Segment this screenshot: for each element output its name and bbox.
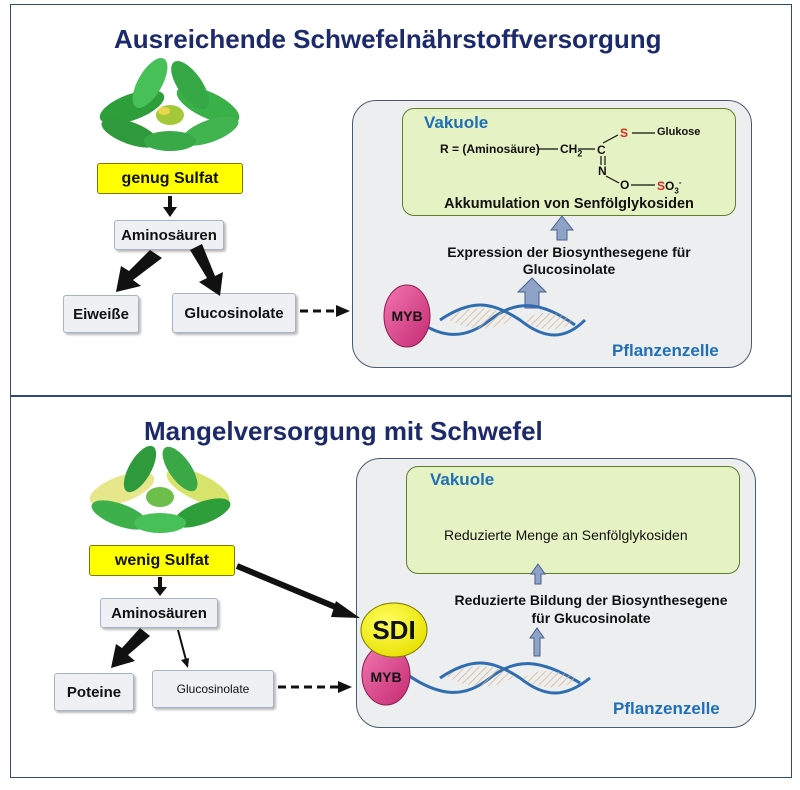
chem-nitrogen: N <box>598 164 607 178</box>
reduced-line2: für Gkucosinolate <box>531 610 651 626</box>
arrow-sulfat-to-amino-top <box>163 196 177 217</box>
thick-arrow-to-glucosinolate-top <box>190 244 223 296</box>
thick-arrow-to-proteins-bottom <box>111 628 150 668</box>
bottom-title: Mangelversorgung mit Schwefel <box>144 416 543 446</box>
vacuole-label-bottom: Vakuole <box>430 470 495 489</box>
dashed-arrow-top <box>300 305 350 317</box>
proteins-box-top: Eiweiße <box>63 295 139 333</box>
thick-arrow-to-proteins-top <box>116 250 162 292</box>
glucosinolate-box-top: Glucosinolate <box>172 293 296 333</box>
vacuole-bottom <box>406 466 740 574</box>
amino-acids-box-bottom: Aminosäuren <box>100 598 218 628</box>
up-arrow-gene-top <box>516 277 548 309</box>
myb-label-bottom: MYB <box>370 669 402 685</box>
myb-label-top: MYB <box>391 308 423 324</box>
up-arrow-expression-top <box>549 215 575 241</box>
chem-so3: SO3- <box>657 178 682 196</box>
cell-label-bottom: Pflanzenzelle <box>613 699 720 718</box>
wenig-sulfat-box: wenig Sulfat <box>89 545 235 576</box>
vacuole-label-top: Vakuole <box>424 113 489 132</box>
expression-line1: Expression der Biosynthesegene für <box>447 244 691 260</box>
expression-line2: Glucosinolate <box>522 261 616 277</box>
up-arrow-reduced-bottom <box>530 563 546 585</box>
genug-sulfat-box: genug Sulfat <box>97 163 243 194</box>
thin-arrow-to-glucosinolate-bottom <box>177 629 189 668</box>
chem-r-group: R = (Aminosäure) <box>440 142 540 156</box>
accumulation-text: Akkumulation von Senfölglykosiden <box>444 196 694 212</box>
dashed-arrow-bottom <box>278 681 352 693</box>
reduced-amount-text: Reduzierte Menge an Senfölglykosiden <box>444 527 688 543</box>
cell-label-top: Pflanzenzelle <box>612 341 719 360</box>
glucosinolate-box-bottom: Glucosinolate <box>152 670 274 708</box>
chemical-bonds <box>538 132 655 186</box>
up-arrow-gene-bottom <box>529 627 545 657</box>
chem-ch2: CH2 <box>560 142 583 159</box>
dna-helix-bottom <box>404 661 591 695</box>
arrow-sulfat-to-amino-bottom <box>153 577 167 596</box>
chem-carbon: C <box>597 143 606 157</box>
sdi-label: SDI <box>372 614 416 645</box>
chem-glukose: Glukose <box>657 126 701 138</box>
reduced-line1: Reduzierte Bildung der Biosynthesegene <box>454 592 728 608</box>
proteins-box-bottom: Poteine <box>54 673 134 711</box>
arrow-sulfat-to-sdi <box>235 563 360 618</box>
vacuole-top <box>402 108 736 216</box>
sdi-protein <box>360 602 428 658</box>
top-title: Ausreichende Schwefelnährstoffversorgung <box>114 24 662 54</box>
amino-acids-box-top: Aminosäuren <box>114 220 224 250</box>
chem-oxygen: O <box>620 178 630 192</box>
dna-helix-top <box>409 303 587 337</box>
chem-sulfur-top: S <box>620 126 629 140</box>
myb-protein-top <box>383 284 431 348</box>
